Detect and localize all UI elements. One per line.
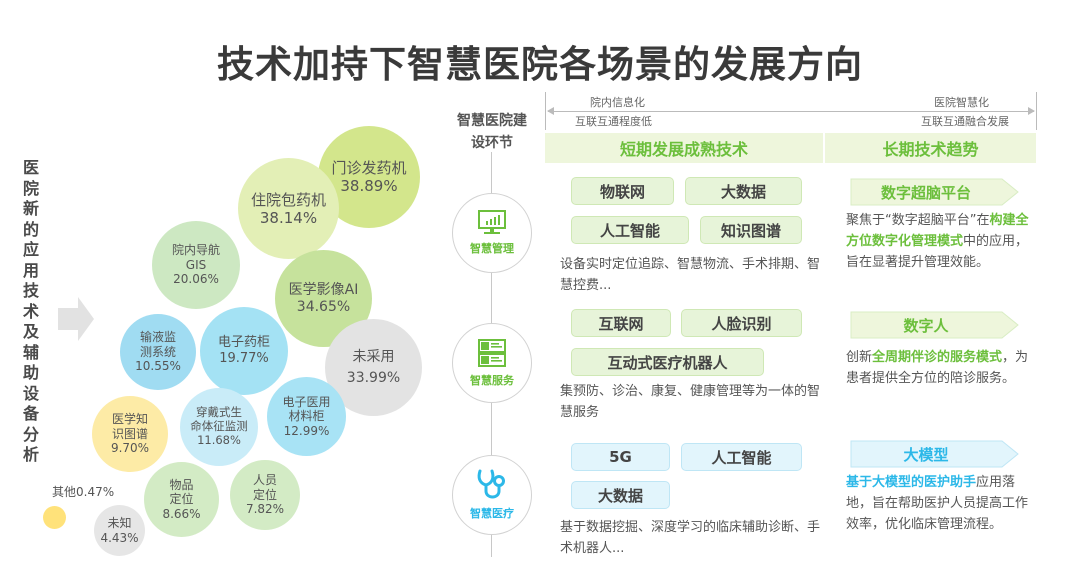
tag-5g: 5G xyxy=(571,443,670,471)
tag-knowledge-graph: 知识图谱 xyxy=(700,216,802,244)
trend-digital-brain: 数字超脑平台 xyxy=(850,178,1020,206)
bubble-e-medicine-cabinet: 电子药柜 19.77% xyxy=(200,307,288,395)
axis-left-top: 院内信息化 xyxy=(590,96,645,109)
column-header-long-term: 长期技术趋势 xyxy=(825,133,1036,163)
trend-digital-human: 数字人 xyxy=(850,311,1020,339)
trend-desc-medical: 基于大模型的医护助手应用落地，旨在帮助医护人员提高工作效率，优化临床管理流程。 xyxy=(846,475,1029,532)
trend-desc-management: 聚焦于“数字超脑平台”在构建全方位数字化管理模式中的应用，旨在显著提升管理效能。 xyxy=(846,213,1029,270)
row-desc-medical: 基于数据挖掘、深度学习的临床辅助诊断、手术机器人... xyxy=(560,520,821,556)
page-title: 技术加持下智慧医院各场景的发展方向 xyxy=(217,43,863,86)
tag-big-data: 大数据 xyxy=(685,177,802,205)
tag-ai-medical: 人工智能 xyxy=(681,443,802,471)
tag-internet: 互联网 xyxy=(571,309,671,337)
stage-title: 智慧医院建设环节 xyxy=(457,113,527,151)
bubble-knowledge-graph: 医学知 识图谱 9.70% xyxy=(92,396,168,472)
bubble-inpatient-packer: 住院包药机 38.14% xyxy=(238,158,339,259)
service-list-icon xyxy=(478,339,506,367)
node-smart-medical: 智慧医疗 xyxy=(452,455,532,535)
other-label: 其他0.47% xyxy=(52,485,115,499)
other-bubble xyxy=(43,506,66,529)
node-smart-service: 智慧服务 xyxy=(452,323,532,403)
tag-iot: 物联网 xyxy=(571,177,674,205)
tag-ai: 人工智能 xyxy=(571,216,689,244)
monitor-chart-icon xyxy=(478,210,506,234)
bubble-item-location: 物品 定位 8.66% xyxy=(144,462,219,537)
tag-interactive-robot: 互动式医疗机器人 xyxy=(571,348,764,376)
tag-big-data-medical: 大数据 xyxy=(571,481,670,509)
axis-left-bottom: 互联互通程度低 xyxy=(575,115,652,128)
right-arrow-icon xyxy=(58,297,94,341)
progress-axis: 院内信息化 互联互通程度低 医院智慧化 互联互通融合发展 xyxy=(545,92,1037,130)
row-desc-management: 设备实时定位追踪、智慧物流、手术排期、智慧控费... xyxy=(560,257,821,293)
trend-desc-service: 创新全周期伴诊的服务模式，为患者提供全方位的陪诊服务。 xyxy=(846,350,1029,386)
bubble-wearable-monitoring: 穿戴式生 命体征监测 11.68% xyxy=(180,388,258,466)
axis-right-bottom: 互联互通融合发展 xyxy=(921,115,1009,128)
node-smart-management: 智慧管理 xyxy=(452,193,532,273)
bubble-staff-location: 人员 定位 7.82% xyxy=(230,460,300,530)
column-header-short-term: 短期发展成熟技术 xyxy=(545,133,823,163)
row-desc-service: 集预防、诊治、康复、健康管理等为一体的智慧服务 xyxy=(560,384,821,420)
stethoscope-icon xyxy=(477,469,505,499)
bubble-infusion-monitoring: 输液监 测系统 10.55% xyxy=(120,314,196,390)
vertical-label: 医院新的应用技术及辅助设备分析 xyxy=(22,158,39,464)
bubble-material-cabinet: 电子医用 材料柜 12.99% xyxy=(267,377,346,456)
bubble-unknown: 未知 4.43% xyxy=(94,505,145,556)
bubble-indoor-navigation: 院内导航 GIS 20.06% xyxy=(152,221,240,309)
axis-right-top: 医院智慧化 xyxy=(934,96,989,109)
tag-face-recognition: 人脸识别 xyxy=(681,309,802,337)
trend-large-model: 大模型 xyxy=(850,440,1020,468)
